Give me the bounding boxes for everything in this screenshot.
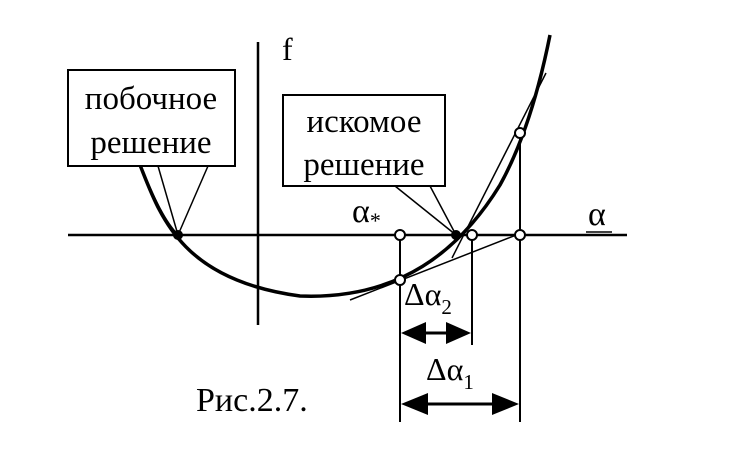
- delta-alpha-2-arrow: [401, 322, 471, 344]
- callout-side-solution-pointer-right: [177, 165, 209, 236]
- delta-alpha-1-arrow: [401, 393, 519, 415]
- x1-axis-point: [514, 229, 526, 241]
- tangent-line-2: [349, 231, 525, 301]
- delta-alpha-2-label: Δα2: [404, 276, 452, 319]
- callout-target-solution-line1: искомое: [307, 104, 422, 140]
- tangent-line-1: [451, 72, 547, 259]
- callout-target-solution-pointer-right: [429, 185, 457, 236]
- delta-alpha-1-label: Δα1: [426, 351, 474, 394]
- callout-target-solution-pointer-left: [394, 185, 457, 236]
- alpha-star-sub: *: [370, 208, 381, 233]
- delta-alpha-1-sub: 1: [463, 370, 474, 394]
- alpha-star-label: α*: [352, 193, 381, 233]
- callout-target-solution-box: [282, 94, 446, 187]
- side-root-point: [173, 230, 183, 240]
- callout-target-solution-line2: решение: [303, 147, 424, 183]
- x2-axis-point: [466, 229, 478, 241]
- f-axis-label: f: [282, 31, 293, 67]
- figure-caption: Рис.2.7.: [196, 382, 308, 419]
- target-root-point: [451, 230, 461, 240]
- alpha-star-base: α: [352, 193, 370, 230]
- delta-alpha-1-base: Δα: [426, 351, 464, 387]
- callout-side-solution-line2: решение: [90, 125, 211, 161]
- curve-point-upper: [514, 127, 526, 139]
- function-curve-left-segment: [141, 169, 179, 236]
- callout-side-solution-line1: побочное: [85, 81, 217, 117]
- callout-side-solution-box: [67, 69, 236, 167]
- alpha-axis-label: α: [588, 196, 606, 233]
- delta-alpha-2-sub: 2: [441, 295, 452, 319]
- callout-side-solution-pointer-left: [157, 165, 179, 236]
- delta-alpha-2-base: Δα: [404, 276, 442, 312]
- alpha-star-point: [394, 229, 406, 241]
- curve-point-lower: [394, 274, 406, 286]
